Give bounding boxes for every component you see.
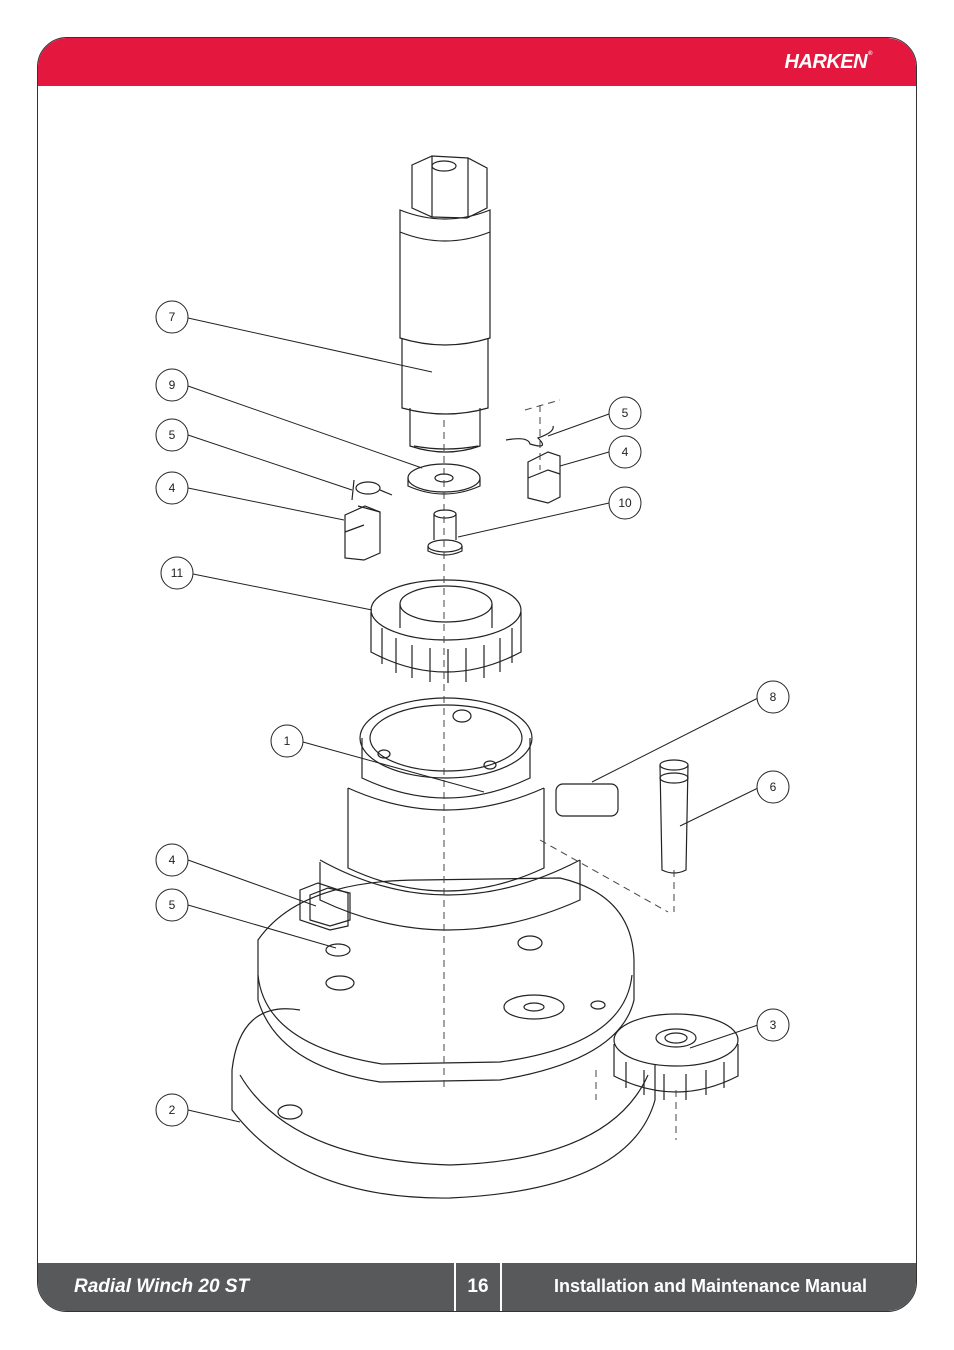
leader-lines <box>187 317 759 1123</box>
svg-text:5: 5 <box>169 428 176 442</box>
svg-text:4: 4 <box>169 853 176 867</box>
pawl-lower <box>299 882 349 931</box>
long-pin-part <box>659 759 689 874</box>
header-band: HARKEN® <box>38 38 916 86</box>
svg-text:8: 8 <box>770 690 777 704</box>
callout-2: 2 <box>155 1093 189 1127</box>
base-ring-part <box>231 1008 656 1199</box>
svg-text:9: 9 <box>169 378 176 392</box>
callout-4-top-right: 4 <box>608 435 642 469</box>
callout-5-lower: 5 <box>155 888 189 922</box>
svg-text:5: 5 <box>622 406 629 420</box>
callout-5-top-left: 5 <box>155 418 189 452</box>
callout-9: 9 <box>155 368 189 402</box>
svg-text:10: 10 <box>618 496 632 510</box>
svg-text:7: 7 <box>169 310 176 324</box>
manual-title: Installation and Maintenance Manual <box>554 1276 868 1296</box>
footer-band: Radial Winch 20 ST 16 Installation and M… <box>38 1263 916 1311</box>
callout-7: 7 <box>155 300 189 334</box>
small-gear-part <box>613 1013 739 1100</box>
callout-8: 8 <box>756 680 790 714</box>
footer-divider-right <box>500 1263 502 1311</box>
callout-10: 10 <box>608 486 642 520</box>
callout-5-top-right: 5 <box>608 396 642 430</box>
spring-left <box>351 479 393 501</box>
spring-lower <box>325 943 351 957</box>
svg-text:6: 6 <box>770 780 777 794</box>
spindle-part <box>399 155 491 453</box>
callout-4-lower: 4 <box>155 843 189 877</box>
spring-right <box>505 425 554 447</box>
pawl-left <box>344 505 381 561</box>
footer-divider-left <box>454 1263 456 1311</box>
pin-part <box>427 509 463 556</box>
harken-logo: HARKEN® <box>784 51 873 73</box>
drum-part <box>319 697 581 931</box>
svg-text:11: 11 <box>171 566 184 580</box>
gear-part <box>370 579 522 683</box>
svg-text:1: 1 <box>284 734 291 748</box>
callout-6: 6 <box>756 770 790 804</box>
base-part <box>257 877 635 1083</box>
page-number: 16 <box>467 1276 489 1297</box>
callout-11: 11 <box>160 556 194 590</box>
pawl-right <box>527 451 561 504</box>
alignment-lines <box>443 399 677 1140</box>
svg-text:3: 3 <box>770 1018 777 1032</box>
svg-text:5: 5 <box>169 898 176 912</box>
svg-text:2: 2 <box>169 1103 176 1117</box>
callout-1: 1 <box>270 724 304 758</box>
product-title: Radial Winch 20 ST <box>74 1276 250 1297</box>
pad-part <box>555 783 619 817</box>
callouts: 7 9 5 4 11 5 4 10 8 1 6 4 5 3 2 <box>155 300 790 1127</box>
callout-3: 3 <box>756 1008 790 1042</box>
svg-text:4: 4 <box>169 481 176 495</box>
svg-text:4: 4 <box>622 445 629 459</box>
callout-4-top-left: 4 <box>155 471 189 505</box>
